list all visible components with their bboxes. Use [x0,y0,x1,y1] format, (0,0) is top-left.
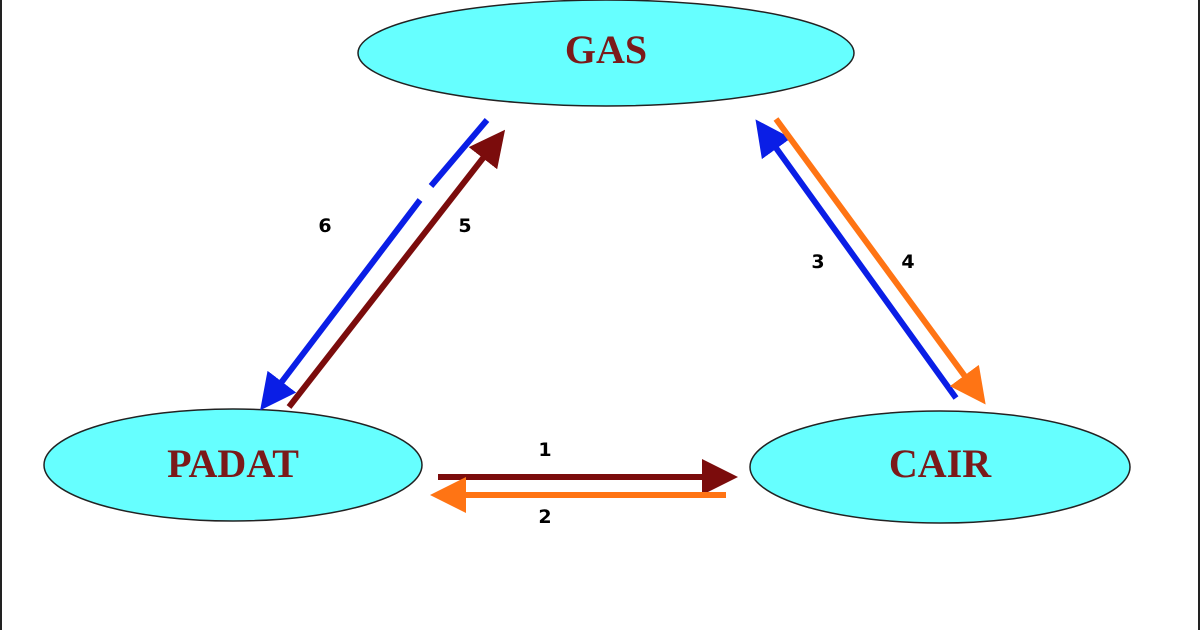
liquid-label: CAIR [889,441,992,486]
arrow-6-gas-to-solid [260,118,490,411]
arrow-6-lower-segment [260,198,423,411]
transition-1-label: 1 [538,439,551,461]
arrow-6-upper-segment [428,118,490,188]
liquid-node: CAIR [749,410,1131,524]
liquid-ellipse [749,410,1131,524]
solid-node: PADAT [43,408,423,522]
arrow-5-solid-to-gas [286,129,506,409]
gas-label: GAS [565,27,647,72]
transition-3-label: 3 [811,251,824,273]
solid-label: PADAT [167,441,299,486]
arrow-3-liquid-to-gas [755,119,959,400]
gas-node: GAS [357,0,855,107]
gas-ellipse [357,0,855,107]
transition-5-label: 5 [458,215,471,237]
transition-6-label: 6 [318,215,331,237]
transition-2-label: 2 [538,506,551,528]
arrow-4-gas-to-liquid [773,117,986,405]
transition-4-label: 4 [901,251,914,273]
solid-ellipse [43,408,423,522]
